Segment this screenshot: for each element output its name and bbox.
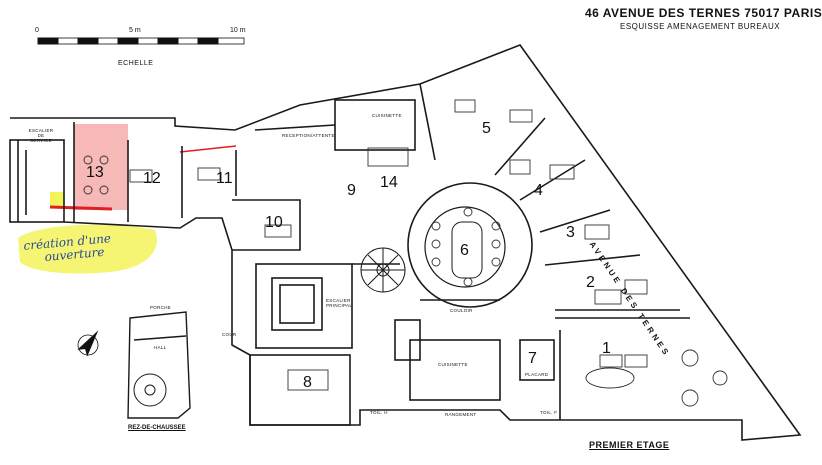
floor-plan <box>9 37 802 441</box>
room-11-number: 11 <box>216 170 233 187</box>
north-arrow-icon <box>77 330 99 357</box>
rangement-label: RANGEMENT <box>445 412 477 417</box>
cuisinette-label: CUISINETTE <box>372 113 402 118</box>
scale-tick-0: 0 <box>35 27 39 34</box>
address-title: 46 AVENUE DES TERNES 75017 PARIS <box>585 6 822 20</box>
escalier-service-label: ESCALIER DE SERVICE <box>28 128 54 143</box>
toilet-f-label: TOIL. F <box>540 410 558 415</box>
reception-label: RECEPTION/ATTENTE <box>282 133 335 138</box>
furniture <box>83 99 728 407</box>
red-opening-line <box>49 205 113 211</box>
porche-label: PORCHE <box>150 305 172 310</box>
ground-floor-sketch <box>127 311 191 419</box>
floor-label: PREMIER ETAGE <box>589 440 670 450</box>
room-10-number: 10 <box>265 214 283 231</box>
room-13-highlight <box>74 124 128 210</box>
room-3-number: 3 <box>566 224 575 241</box>
room-2-number: 2 <box>586 274 595 291</box>
room-5-number: 5 <box>482 120 491 137</box>
plan-subtitle: ESQUISSE AMENAGEMENT BUREAUX <box>620 22 781 31</box>
couloir-label: COULOIR <box>450 308 473 313</box>
red-opening-line-2 <box>179 145 237 153</box>
hall-label: HALL <box>154 345 167 350</box>
scale-label: ECHELLE <box>118 60 154 67</box>
room-9-number: 9 <box>347 182 356 199</box>
annotation-highlight <box>18 224 157 274</box>
room-12-number: 12 <box>143 170 161 187</box>
room-6-number: 6 <box>460 242 469 259</box>
toilet-h-label: TOIL. H <box>370 410 388 415</box>
ground-floor-label: REZ-DE-CHAUSSEE <box>128 425 186 431</box>
scale-bar <box>37 37 245 45</box>
escalier-principal-label: ESCALIER PRINCIPAL <box>326 298 353 308</box>
room-7-number: 7 <box>528 350 537 367</box>
cour-label: COUR <box>222 332 237 337</box>
scale-tick-5: 5 m <box>129 27 141 34</box>
room-8-number: 8 <box>303 374 312 391</box>
room-1-number: 1 <box>602 340 611 357</box>
room-4-number: 4 <box>534 182 543 199</box>
walls <box>9 44 802 441</box>
room-14-number: 14 <box>380 174 398 191</box>
cuisinette-label-2: CUISINETTE <box>438 362 468 367</box>
room-13-number: 13 <box>86 164 104 181</box>
scale-tick-10: 10 m <box>230 27 246 34</box>
meeting-room-6 <box>407 182 533 308</box>
placard-label: PLACARD <box>525 372 549 377</box>
spiral-stair <box>360 247 406 293</box>
door-highlight <box>50 192 64 206</box>
